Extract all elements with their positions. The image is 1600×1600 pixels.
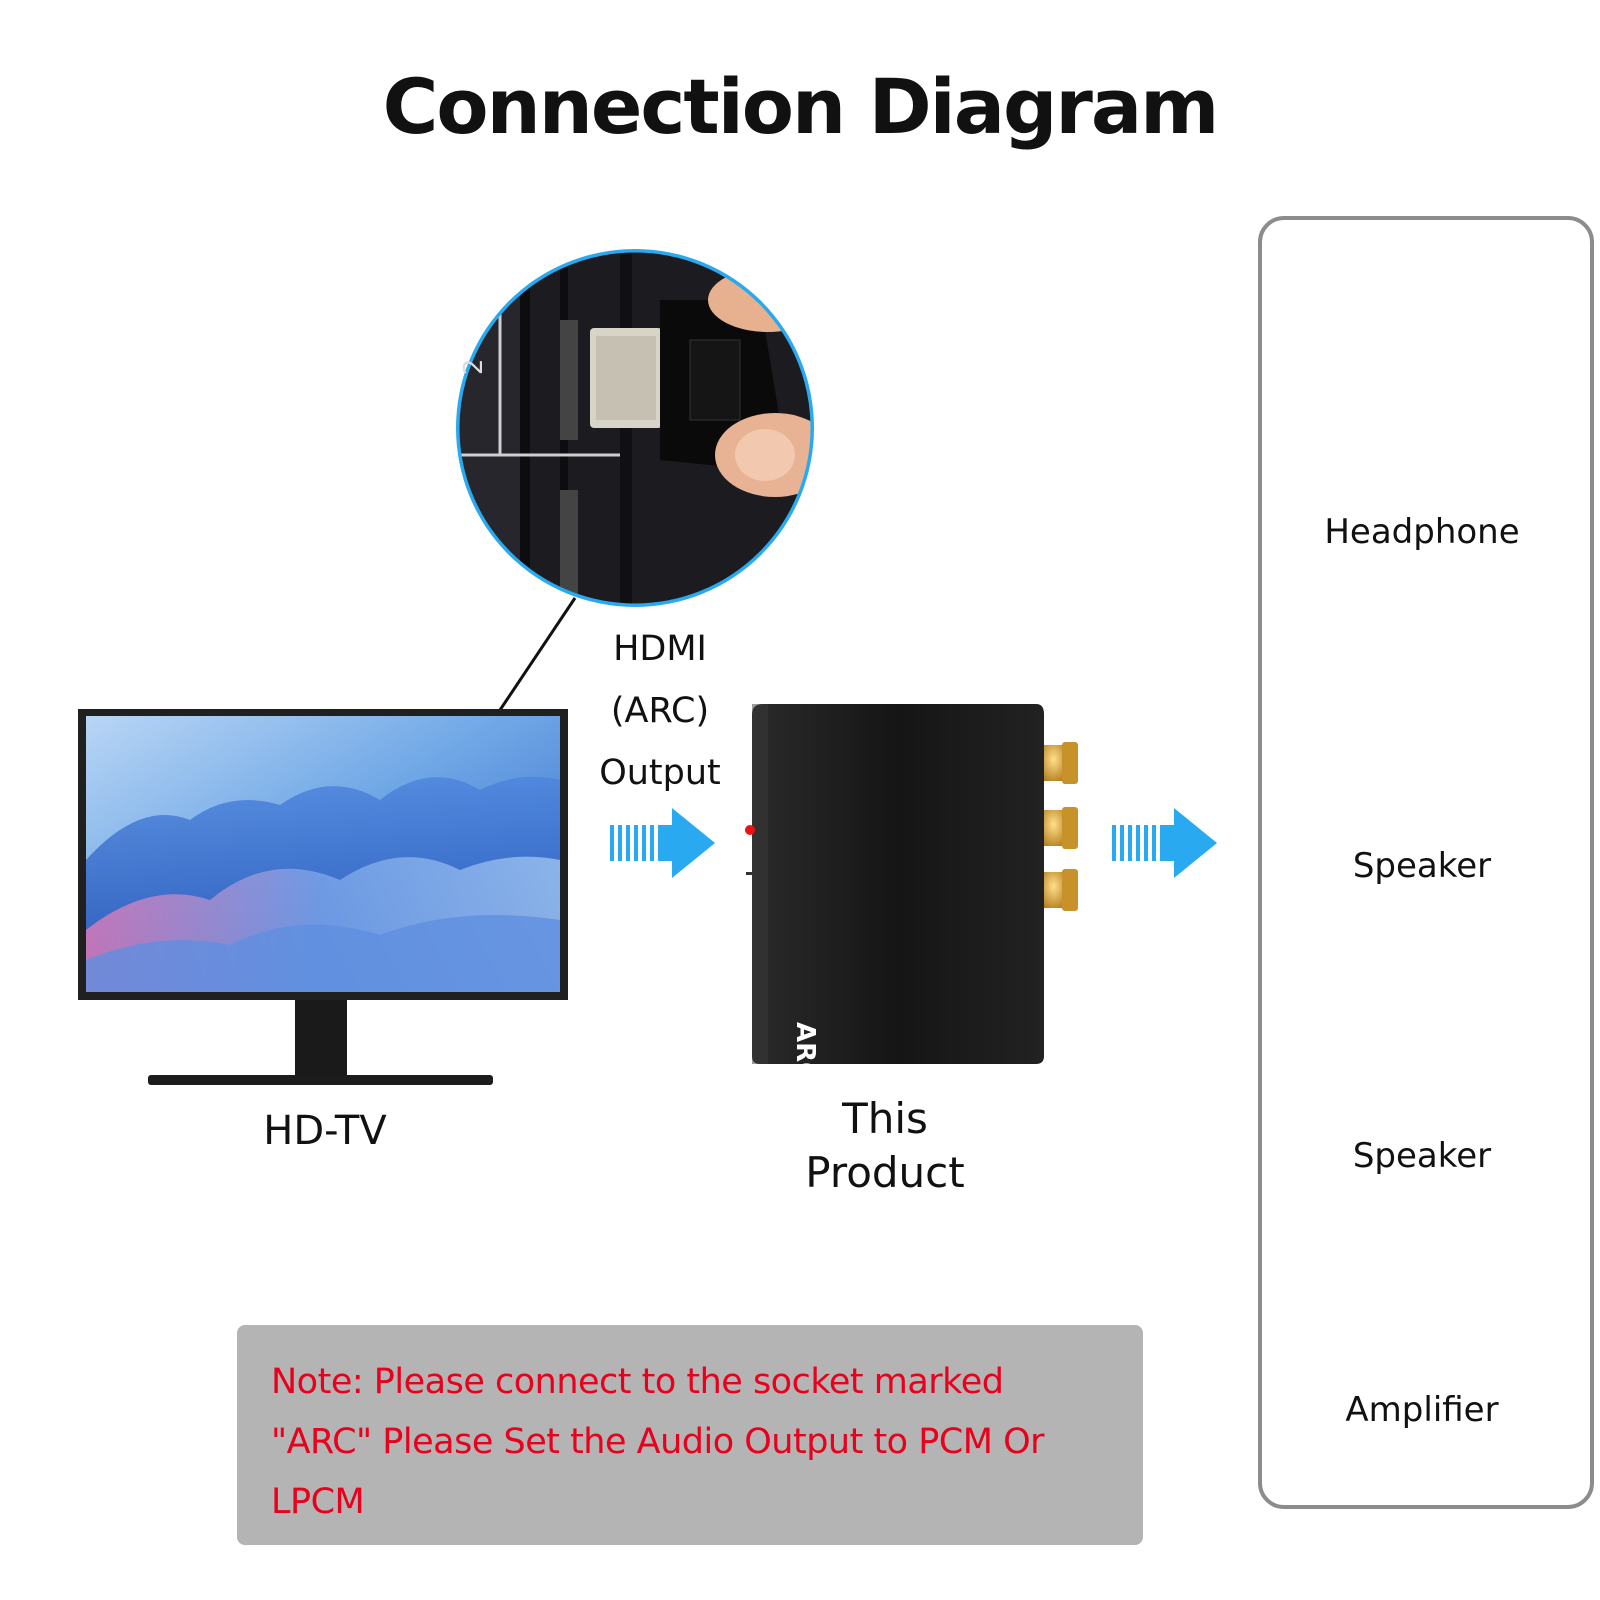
hdmi-label-line: (ARC) (610, 691, 710, 731)
arc-audio-extractor-device (745, 704, 1078, 1064)
output-devices-panel (1258, 216, 1594, 1509)
hdmi-label-line: HDMI (613, 629, 707, 669)
product-label-line: Product (805, 1148, 965, 1197)
hdmi-label-line: Output (599, 753, 721, 793)
zoom-pointer-line (496, 597, 577, 714)
hdtv-monitor-icon (78, 709, 568, 1085)
hdtv-label: HD-TV (263, 1108, 387, 1154)
note-line: LPCM (271, 1482, 365, 1522)
arrow-right-icon (1112, 808, 1217, 878)
this-product-label: This Product (765, 1092, 1005, 1200)
note-text: Note: Please connect to the socket marke… (271, 1352, 1131, 1532)
arrow-right-icon (610, 808, 715, 878)
hdmi-arc-output-label: HDMI (ARC) Output (570, 618, 750, 804)
note-line: Note: Please connect to the socket marke… (271, 1362, 1004, 1402)
headphone-label: Headphone (1324, 512, 1520, 552)
speaker-label: Speaker (1352, 846, 1492, 886)
page-title: Connection Diagram (382, 62, 1220, 151)
port-number: 2 (459, 358, 489, 375)
speaker-system-label: Speaker (1352, 1136, 1492, 1176)
amplifier-label: Amplifier (1345, 1390, 1499, 1430)
product-label-line: This (842, 1094, 928, 1143)
hdmi-port-zoom: 2 (456, 249, 814, 607)
note-box (237, 1325, 1143, 1545)
note-line: "ARC" Please Set the Audio Output to PCM… (271, 1422, 1045, 1462)
